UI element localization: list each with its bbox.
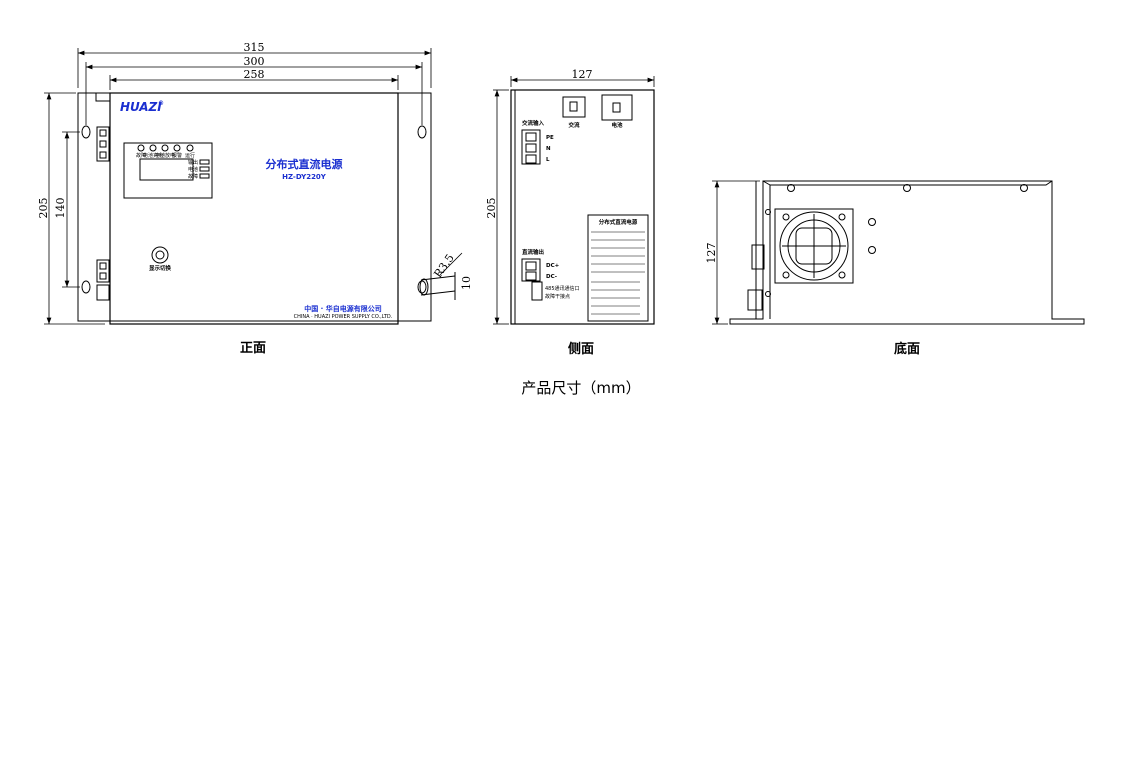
- bottom-screw-1: [787, 184, 795, 192]
- side-dimension-lines: [493, 76, 655, 325]
- led-discharge-icon: [161, 144, 169, 152]
- front-dimension-lines: [44, 48, 432, 325]
- front-lcd-screen: [139, 158, 194, 181]
- comm-port: [531, 281, 543, 301]
- fan-frame: [774, 208, 854, 284]
- ac-terminal-pe: PE: [546, 135, 554, 141]
- indicator-fault: [199, 173, 210, 179]
- ac-terminal-block: [521, 129, 541, 165]
- brand-logo: HUAZI: [120, 100, 162, 114]
- front-terminal-block-bottom: [96, 259, 110, 301]
- brand-registered-mark: ®: [158, 100, 164, 107]
- dc-terminal-minus: DC-: [546, 274, 557, 280]
- front-hole-bottom-right: [417, 280, 427, 294]
- front-top-tab: [95, 92, 111, 102]
- product-name: 分布式直流电源: [266, 157, 343, 171]
- side-body: [510, 89, 655, 325]
- bottom-screw-3: [1020, 184, 1028, 192]
- bottom-dimension-lines: [712, 180, 760, 325]
- dim-front-height: 205: [37, 198, 50, 219]
- company-name-en: CHINA · HUAZI POWER SUPPLY CO.,LTD.: [294, 314, 393, 320]
- button-label: 显示切换: [149, 264, 172, 272]
- led-alarm-icon: [173, 144, 181, 152]
- front-caption: 正面: [240, 341, 266, 356]
- company-name-cn: 中国 · 华自电源有限公司: [304, 304, 382, 313]
- indicator-output: [199, 159, 210, 165]
- led-charge-icon: [149, 144, 157, 152]
- front-body: [109, 92, 399, 325]
- led-label-2: 电池放电: [155, 152, 175, 159]
- ac-terminal-n: N: [546, 146, 551, 152]
- side-caption: 侧面: [568, 341, 594, 357]
- indicator-label-0: 输出: [188, 159, 198, 166]
- led-run-icon: [186, 144, 194, 152]
- dry-contact-label: 故障干接点: [545, 293, 570, 300]
- dim-bottom-height: 127: [705, 243, 718, 264]
- bottom-outline: [729, 180, 1085, 325]
- comm-port-label: 485通讯通信口: [545, 285, 580, 292]
- indicator-label-1: 电池: [188, 166, 198, 173]
- dim-side-height: 205: [485, 198, 498, 219]
- dim-body-width: 258: [244, 68, 265, 81]
- switch-battery: [601, 94, 633, 121]
- front-view: [77, 92, 463, 325]
- display-switch-button: [151, 246, 169, 264]
- front-terminal-block-top: [96, 126, 110, 162]
- switch-ac-label: 交流: [568, 121, 580, 129]
- dc-output-title: 直流输出: [522, 248, 545, 256]
- dim-overall-width: 315: [244, 41, 265, 54]
- front-hole-top-left: [81, 125, 91, 139]
- indicator-battery: [199, 166, 210, 172]
- switch-battery-label: 电池: [611, 121, 623, 129]
- side-nameplate: [587, 214, 649, 322]
- led-label-3: 报警: [172, 152, 182, 159]
- dim-slot: 10: [460, 276, 473, 290]
- fan-guard-icon: [779, 211, 849, 281]
- led-fault-icon: [137, 144, 145, 152]
- product-model: HZ-DY220Y: [282, 173, 327, 181]
- front-mount-plate: [77, 92, 432, 322]
- dim-side-depth: 127: [572, 68, 593, 81]
- ac-input-title: 交流输入: [522, 119, 545, 127]
- dc-terminal-block: [521, 258, 541, 282]
- ac-terminal-l: L: [546, 157, 550, 163]
- bottom-side-block: [751, 244, 765, 270]
- bottom-screw-2: [903, 184, 911, 192]
- front-display-panel: [123, 142, 213, 199]
- front-hole-top-right: [417, 125, 427, 139]
- dim-hole-spacing: 300: [244, 55, 265, 68]
- bottom-caption: 底面: [894, 341, 920, 357]
- side-view: [510, 89, 655, 325]
- led-label-0: 故障: [136, 152, 146, 159]
- switch-ac: [562, 96, 586, 118]
- led-label-4: 运行: [185, 152, 195, 159]
- figure-caption: 产品尺寸（mm）: [521, 379, 640, 397]
- indicator-label-2: 故障: [188, 173, 198, 180]
- dc-terminal-plus: DC+: [546, 263, 560, 269]
- led-label-1: 电池充电: [143, 152, 163, 159]
- nameplate-title: 分布式直流电源: [599, 218, 638, 226]
- bottom-connector: [747, 289, 763, 311]
- bottom-view: [729, 180, 1085, 325]
- front-hole-bottom-left: [81, 280, 91, 294]
- dim-hole-vertical: 140: [54, 198, 67, 219]
